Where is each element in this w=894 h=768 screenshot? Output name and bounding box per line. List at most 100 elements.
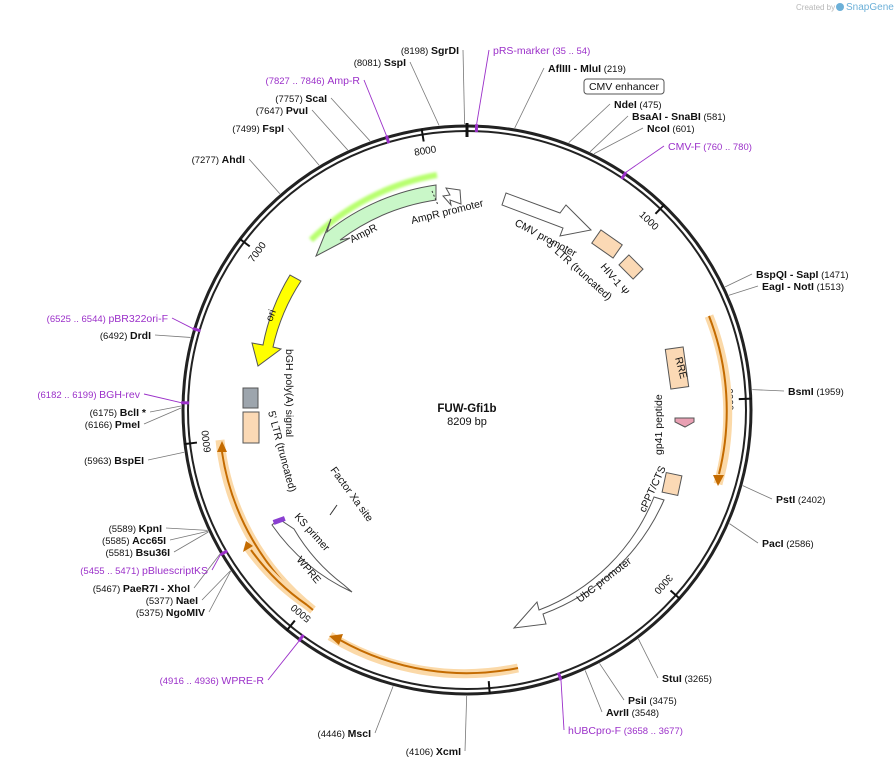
primer-marker[interactable] xyxy=(219,549,229,557)
primer-name: pBR322ori-F xyxy=(108,313,168,325)
site-name: BclI * xyxy=(120,407,147,419)
restriction-site-label[interactable]: StuI (3265) xyxy=(662,673,712,685)
orf-left-inner-arc[interactable] xyxy=(250,549,308,606)
restriction-site-label[interactable]: AvrII (3548) xyxy=(606,707,659,719)
restriction-site-label[interactable]: EagI - NotI (1513) xyxy=(762,281,844,293)
restriction-site-label[interactable]: (5585) Acc65I xyxy=(102,535,166,547)
primer-label[interactable]: (6525 .. 6544) pBR322ori-F xyxy=(47,313,168,325)
primer-marker[interactable] xyxy=(297,633,305,643)
primer-range: (7827 .. 7846) xyxy=(266,76,328,87)
site-name: NgoMIV xyxy=(166,607,205,619)
site-pos: (601) xyxy=(670,124,695,135)
restriction-site-label[interactable]: (6492) DrdI xyxy=(100,330,151,342)
primer-label[interactable]: (4916 .. 4936) WPRE-R xyxy=(160,675,265,687)
restriction-site-label[interactable]: (5375) NgoMIV xyxy=(136,607,205,619)
restriction-site-label[interactable]: (7757) ScaI xyxy=(275,93,327,105)
primer-leader-line xyxy=(625,145,665,173)
restriction-site-label[interactable]: BsmI (1959) xyxy=(788,386,844,398)
primer-label[interactable]: (5455 .. 5471) pBluescriptKS xyxy=(80,565,208,577)
site-pos: (5589) xyxy=(109,524,139,535)
ubc-promoter-arrow[interactable] xyxy=(512,496,665,629)
site-name: Bsu36I xyxy=(136,547,171,559)
restriction-site-label[interactable]: (7277) AhdI xyxy=(192,154,246,166)
site-leader-line xyxy=(201,570,231,601)
site-leader-line xyxy=(248,158,281,195)
primer-name: pBluescriptKS xyxy=(142,565,208,577)
site-extra: - MluI xyxy=(571,63,601,75)
rre-box[interactable] xyxy=(664,346,690,390)
ltr5-right-box[interactable] xyxy=(591,229,623,259)
primer-marker[interactable] xyxy=(556,672,563,681)
primer-marker[interactable] xyxy=(192,327,201,333)
restriction-site-label[interactable]: (5963) BspEI xyxy=(84,455,144,467)
restriction-site-label[interactable]: PsiI (3475) xyxy=(628,695,677,707)
restriction-site-label[interactable]: (6175) BclI * xyxy=(90,407,147,419)
ltr5-left-box[interactable] xyxy=(242,411,260,444)
site-pos: (3548) xyxy=(629,708,659,719)
site-name: StuI xyxy=(662,673,682,685)
scale-tick-label: 7000 xyxy=(247,240,269,265)
rre-label: RRE xyxy=(672,356,689,381)
primer-label[interactable]: hUBCpro-F (3658 .. 3677) xyxy=(568,725,683,737)
restriction-site-label[interactable]: (4106) XcmI xyxy=(406,746,461,758)
gp41-marker[interactable] xyxy=(674,417,695,428)
site-leader-line xyxy=(330,97,371,142)
primer-leader-line xyxy=(143,393,182,404)
cmv-promoter-arrow[interactable] xyxy=(501,192,593,237)
restriction-site-label[interactable]: (5467) PaeR7I - XhoI xyxy=(93,583,190,595)
hiv-psi-box[interactable] xyxy=(618,254,644,280)
restriction-site-label[interactable]: (5377) NaeI xyxy=(146,595,198,607)
ampr-promoter-arrow[interactable] xyxy=(442,187,462,207)
scale-tick-label: 6000 xyxy=(200,429,214,453)
primer-label[interactable]: (7827 .. 7846) Amp-R xyxy=(266,75,361,87)
restriction-site-label[interactable]: (5581) Bsu36I xyxy=(105,547,170,559)
restriction-site-label[interactable]: NdeI (475) xyxy=(614,99,662,111)
primer-name: Amp-R xyxy=(327,75,360,87)
site-leader-line xyxy=(589,115,629,153)
restriction-site-label[interactable]: (8198) SgrDI xyxy=(401,45,459,57)
primer-name: CMV-F xyxy=(668,141,701,153)
primer-label[interactable]: pRS-marker (35 .. 54) xyxy=(493,45,590,57)
primer-label[interactable]: (6182 .. 6199) BGH-rev xyxy=(37,389,140,401)
site-name: KpnI xyxy=(139,523,162,535)
site-name: BsmI xyxy=(788,386,814,398)
site-and-primer-labels: (8198) SgrDI(8081) SspI AflIII - MluI (21… xyxy=(37,45,848,758)
orf-right-arc[interactable] xyxy=(708,315,728,475)
site-pos: (5377) xyxy=(146,596,176,607)
factor-xa-marker xyxy=(329,504,338,516)
restriction-site-label[interactable]: PstI (2402) xyxy=(776,494,825,506)
restriction-site-label[interactable]: (6166) PmeI xyxy=(85,419,140,431)
site-pos: (7647) xyxy=(256,106,286,117)
orf-left-outer-arc[interactable] xyxy=(221,451,314,611)
cmv-enhancer-label: CMV enhancer xyxy=(589,81,660,93)
plasmid-length: 8209 bp xyxy=(447,416,487,428)
restriction-site-label[interactable]: AflIII - MluI (219) xyxy=(548,63,626,75)
orf-bottom-arc[interactable] xyxy=(339,639,519,675)
site-pos: (1959) xyxy=(814,387,844,398)
restriction-site-label[interactable]: BspQI - SapI (1471) xyxy=(756,269,849,281)
site-pos: (1513) xyxy=(814,282,844,293)
ks-primer-marker[interactable] xyxy=(272,516,286,525)
primer-label[interactable]: CMV-F (760 .. 780) xyxy=(668,141,752,153)
restriction-site-label[interactable]: (8081) SspI xyxy=(354,57,406,69)
site-leader-line xyxy=(742,485,773,500)
restriction-site-label[interactable]: (4446) MscI xyxy=(318,728,372,740)
restriction-site-label[interactable]: (7499) FspI xyxy=(232,123,284,135)
restriction-site-label[interactable]: (7647) PvuI xyxy=(256,105,308,117)
site-name: SgrDI xyxy=(431,45,459,57)
restriction-site-label[interactable]: (5589) KpnI xyxy=(109,523,163,535)
cppt-box[interactable] xyxy=(661,471,683,497)
gp41-label: gp41 peptide xyxy=(653,394,665,455)
bgh-polya-box[interactable] xyxy=(242,387,259,409)
restriction-site-label[interactable]: PacI (2586) xyxy=(762,538,814,550)
ori-feature-arrow[interactable] xyxy=(251,274,302,367)
restriction-site-label[interactable]: NcoI (601) xyxy=(647,123,695,135)
cmv-enhancer-box[interactable] xyxy=(583,78,665,95)
ampr-feature-arrow[interactable] xyxy=(315,184,437,258)
site-name: NcoI xyxy=(647,123,670,135)
site-leader-line xyxy=(514,67,545,129)
primer-marker[interactable] xyxy=(620,171,628,180)
primer-marker[interactable] xyxy=(385,135,391,144)
site-name: BspQI xyxy=(756,269,787,281)
restriction-site-label[interactable]: BsaAI - SnaBI (581) xyxy=(632,111,726,123)
